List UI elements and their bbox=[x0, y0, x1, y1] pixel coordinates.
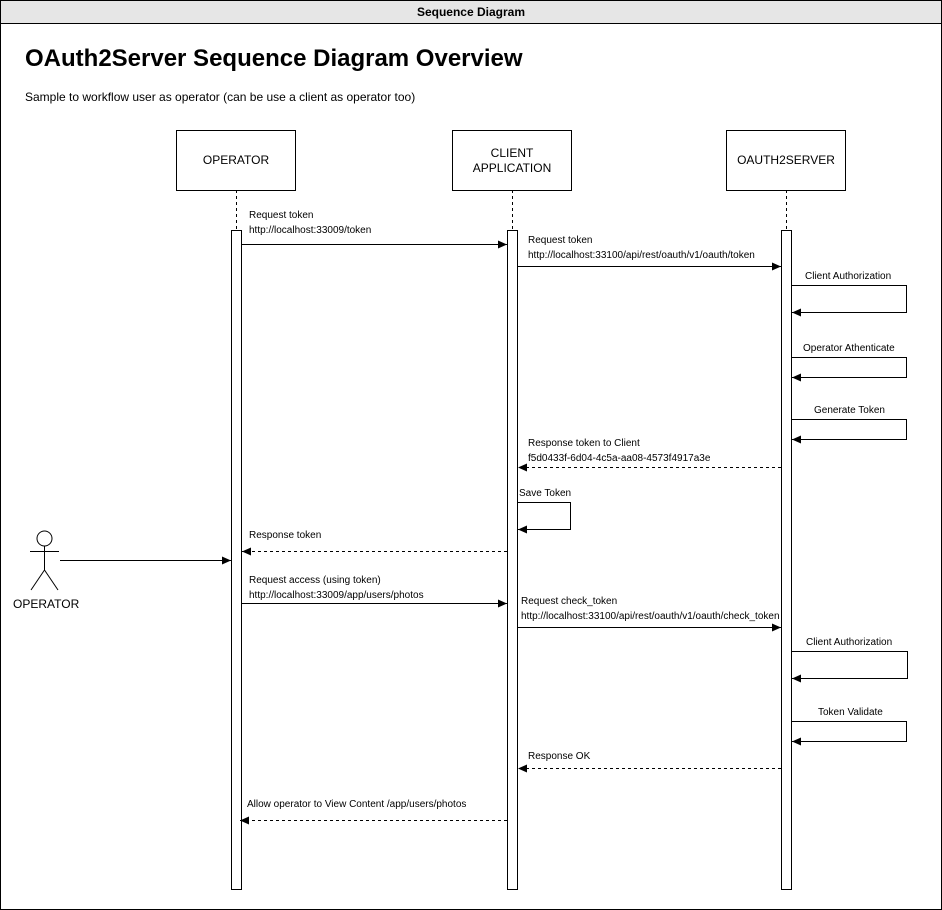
window-title: Sequence Diagram bbox=[1, 1, 941, 24]
message-text-line1: Request token bbox=[249, 210, 314, 221]
page-subtitle: Sample to workflow user as operator (can… bbox=[25, 90, 416, 104]
self-call-token-validate bbox=[792, 721, 907, 746]
participant-client-label-line2: APPLICATION bbox=[472, 160, 552, 175]
message-label-request-token: Request token http://localhost:33009/tok… bbox=[249, 208, 371, 238]
message-label-save-token: Save Token bbox=[519, 488, 572, 499]
message-label-allow-operator: Allow operator to View Content /app/user… bbox=[247, 799, 467, 810]
message-label-response-ok: Response OK bbox=[528, 751, 591, 762]
self-call-operator-authenticate bbox=[792, 357, 907, 382]
participant-operator-label: OPERATOR bbox=[202, 153, 270, 167]
self-call-client-authorization bbox=[792, 285, 907, 317]
activation-client bbox=[507, 230, 518, 890]
message-text-line2: http://localhost:33100/api/rest/oauth/v1… bbox=[521, 611, 780, 622]
participant-client-label-line1: CLIENT bbox=[490, 145, 534, 160]
message-label-response-token-client: Response token to Client f5d0433f-6d04-4… bbox=[528, 436, 710, 466]
participant-oauth2server: OAUTH2SERVER bbox=[726, 130, 846, 191]
self-call-save-token bbox=[518, 502, 571, 534]
self-call-generate-token bbox=[792, 419, 907, 444]
participant-client-application: CLIENT APPLICATION bbox=[452, 130, 572, 191]
message-text-line1: Request token bbox=[528, 235, 593, 246]
message-text-line2: http://localhost:33100/api/rest/oauth/v1… bbox=[528, 250, 755, 261]
participant-operator: OPERATOR bbox=[176, 130, 296, 191]
message-label-generate-token: Generate Token bbox=[814, 405, 885, 416]
message-text-line1: Request check_token bbox=[521, 596, 618, 607]
message-label-request-access: Request access (using token) http://loca… bbox=[249, 573, 424, 603]
participant-server-label: OAUTH2SERVER bbox=[737, 153, 835, 167]
message-label-token-validate: Token Validate bbox=[818, 707, 883, 718]
message-text-line2: f5d0433f-6d04-4c5a-aa08-4573f4917a3e bbox=[528, 453, 711, 464]
message-label-operator-authenticate: Operator Athenticate bbox=[803, 343, 895, 354]
actor-label: OPERATOR bbox=[13, 597, 80, 611]
activation-operator bbox=[231, 230, 242, 890]
message-label-response-token: Response token bbox=[249, 530, 322, 541]
self-call-client-authorization-2 bbox=[792, 651, 908, 683]
message-text-line2: http://localhost:33009/token bbox=[249, 225, 372, 236]
message-label-client-authorization-2: Client Authorization bbox=[806, 637, 893, 648]
message-text-line1: Request access (using token) bbox=[249, 575, 381, 586]
message-text-line2: http://localhost:33009/app/users/photos bbox=[249, 590, 424, 601]
message-text-line1: Response token to Client bbox=[528, 438, 640, 449]
activation-server bbox=[781, 230, 792, 890]
page-title: OAuth2Server Sequence Diagram Overview bbox=[25, 45, 523, 72]
message-label-client-authorization: Client Authorization bbox=[805, 271, 892, 282]
actor-figure-icon bbox=[30, 530, 59, 591]
message-label-request-token-server: Request token http://localhost:33100/api… bbox=[528, 233, 755, 263]
message-label-request-check-token: Request check_token http://localhost:331… bbox=[521, 594, 780, 624]
